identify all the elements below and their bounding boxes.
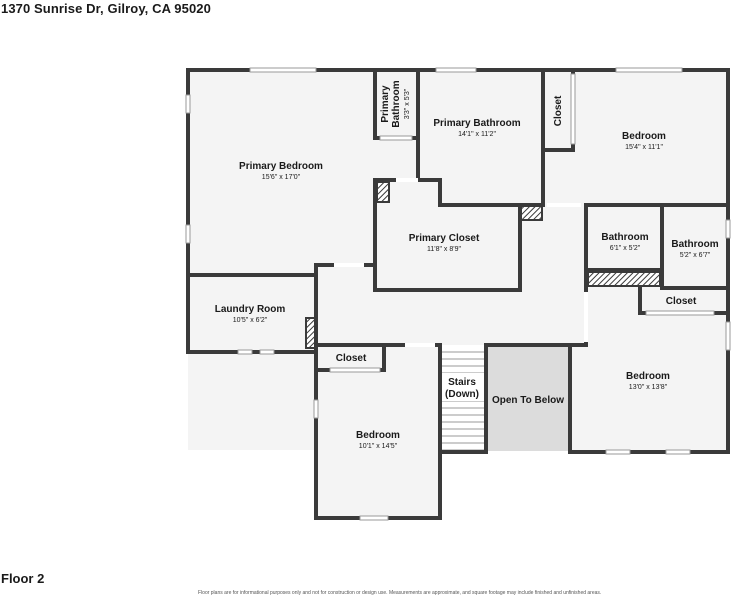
room-dimensions: 11'8" x 8'9" xyxy=(427,246,461,253)
property-address: 1370 Sunrise Dr, Gilroy, CA 95020 xyxy=(1,1,211,16)
room-dimensions: 15'4" x 11'1" xyxy=(625,144,663,151)
floor-label: Floor 2 xyxy=(1,571,45,586)
room-name: Bedroom xyxy=(622,131,666,142)
room-name: Closet xyxy=(553,95,564,126)
disclaimer-text: Floor plans are for informational purpos… xyxy=(198,590,602,596)
door-openings xyxy=(334,178,588,347)
room-name: Closet xyxy=(666,296,697,307)
room-stairs: Stairs (Down) xyxy=(442,373,484,401)
room-dimensions: 10'5" x 6'2" xyxy=(233,317,268,324)
floor-fills xyxy=(188,70,728,518)
room-name: Bathroom xyxy=(671,239,718,250)
room-open-to-below: Open To Below xyxy=(492,395,564,406)
room-dimensions: 13'0" x 13'8" xyxy=(629,384,668,391)
room-name: Laundry Room xyxy=(215,304,286,315)
room-dimensions: 3'3" x 5'3" xyxy=(404,88,411,119)
room-name: Primary Bedroom xyxy=(239,161,323,172)
room-primary-bathroom-small: Primary Bathroom 3'3" x 5'3" xyxy=(380,80,411,127)
room-bedroom-top-right: Bedroom 15'4" x 11'1" xyxy=(622,131,666,151)
room-bathroom-2: Bathroom 5'2" x 6'7" xyxy=(671,239,718,259)
room-closet-right: Closet xyxy=(666,296,697,307)
room-name: Open To Below xyxy=(492,395,564,406)
room-name: Primary Bathroom xyxy=(433,118,520,129)
room-dimensions: 10'1" x 14'5" xyxy=(359,443,398,450)
room-name-line1: Primary xyxy=(380,85,391,123)
room-name: Closet xyxy=(336,353,367,364)
room-name: Bedroom xyxy=(626,371,670,382)
windows xyxy=(185,67,731,521)
room-bedroom-bottom-right: Bedroom 13'0" x 13'8" xyxy=(626,371,670,391)
room-name: Primary Closet xyxy=(409,233,480,244)
room-primary-bathroom: Primary Bathroom 14'1" x 11'2" xyxy=(433,118,520,138)
open-to-below-fill xyxy=(488,347,570,451)
room-dimensions: 14'1" x 11'2" xyxy=(458,131,496,138)
room-bedroom-bottom-left: Bedroom 10'1" x 14'5" xyxy=(356,430,400,450)
room-dimensions: 6'1" x 5'2" xyxy=(610,245,641,252)
room-bathroom-1: Bathroom 6'1" x 5'2" xyxy=(601,232,648,252)
room-name-line2: Bathroom xyxy=(391,80,402,127)
room-primary-bedroom: Primary Bedroom 15'6" x 17'0" xyxy=(239,161,323,181)
hatched-elements xyxy=(305,181,661,349)
room-name: Bedroom xyxy=(356,430,400,441)
room-primary-closet: Primary Closet 11'8" x 8'9" xyxy=(409,233,480,253)
room-laundry-room: Laundry Room 10'5" x 6'2" xyxy=(215,304,286,324)
room-name-line2: (Down) xyxy=(445,389,479,400)
room-closet-top: Closet xyxy=(553,95,564,126)
room-name-line1: Stairs xyxy=(448,377,476,388)
room-closet-bottom: Closet xyxy=(336,353,367,364)
room-dimensions: 5'2" x 6'7" xyxy=(680,252,711,259)
room-dimensions: 15'6" x 17'0" xyxy=(262,174,301,181)
room-name: Bathroom xyxy=(601,232,648,243)
